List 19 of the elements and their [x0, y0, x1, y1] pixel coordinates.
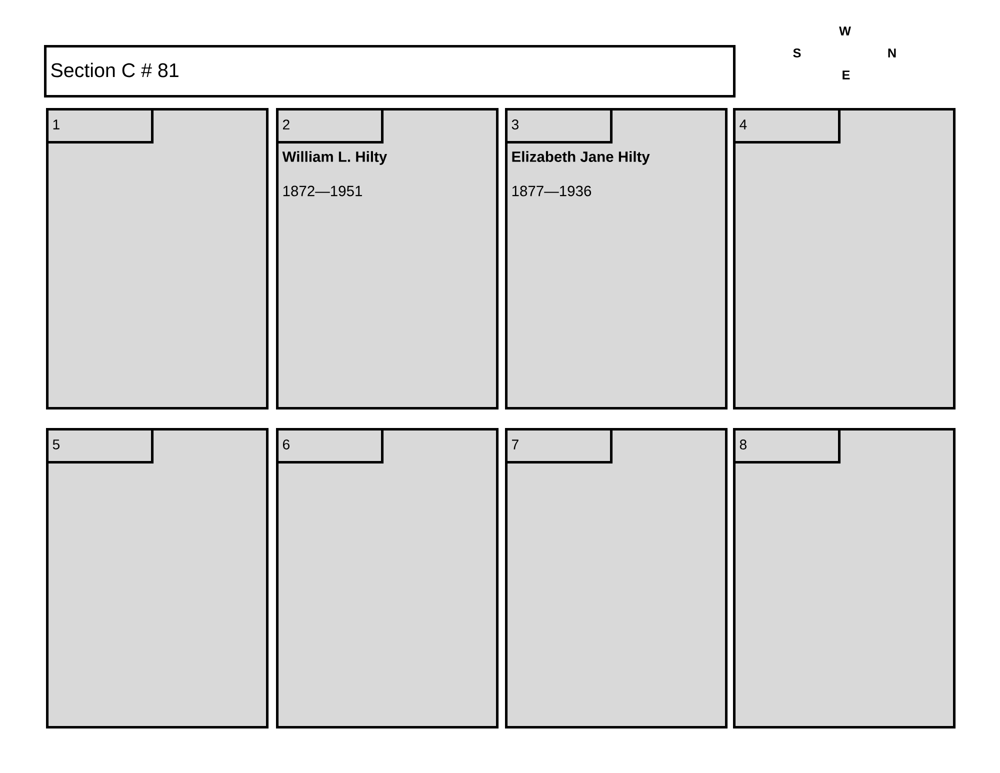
number-tab: 3	[505, 108, 613, 144]
compass-letter: W	[839, 26, 851, 36]
number-tab: 7	[505, 428, 613, 464]
number-tab: 4	[733, 108, 841, 144]
plot-box	[733, 108, 956, 410]
plot-box	[733, 428, 956, 729]
compass-letter: S	[793, 48, 801, 58]
plot-box	[505, 428, 728, 729]
number-tab: 2	[276, 108, 384, 144]
plot-box	[276, 428, 499, 729]
plot-box	[46, 428, 269, 729]
compass-letter: E	[842, 70, 850, 80]
number-tab: 5	[46, 428, 154, 464]
number-tab: 6	[276, 428, 384, 464]
compass-letter: N	[888, 48, 896, 58]
number-tab: 8	[733, 428, 841, 464]
number-tab: 1	[46, 108, 154, 144]
plot-box	[46, 108, 269, 410]
title-box: Section C # 81	[44, 45, 736, 98]
